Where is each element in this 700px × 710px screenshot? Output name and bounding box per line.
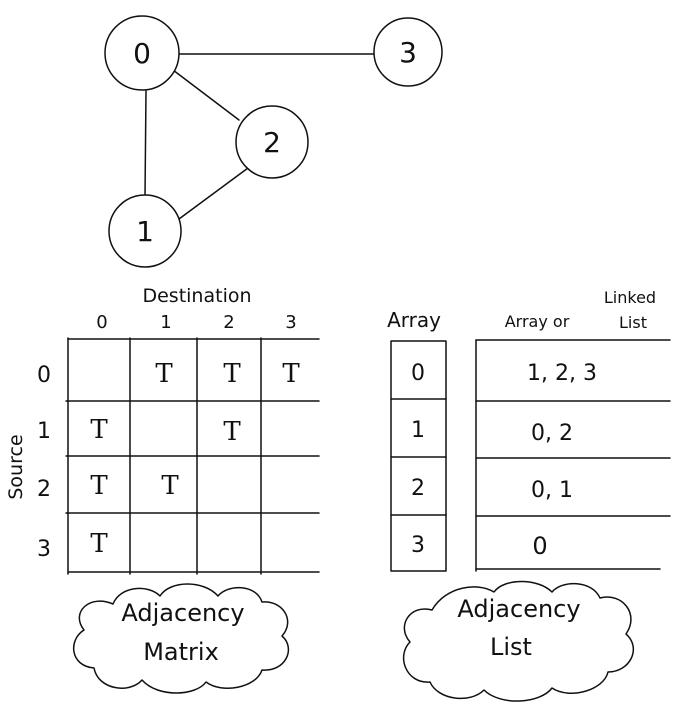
edge-1-2 xyxy=(178,167,249,220)
matrix-cell: T xyxy=(155,359,173,389)
graph: 0 3 2 1 xyxy=(104,15,443,268)
list-caption-cloud: Adjacency List xyxy=(402,580,635,702)
matrix-cell: T xyxy=(223,359,241,389)
matrix-caption-cloud: Adjacency Matrix xyxy=(72,583,290,694)
list-caption-line1: Adjacency xyxy=(457,595,580,623)
graph-node-3: 3 xyxy=(373,17,443,87)
matrix-row-header: 0 xyxy=(37,363,51,388)
adjacency-list: Array Array or Linked List 0 1 2 3 1, 2,… xyxy=(387,288,671,702)
list-caption-line2: List xyxy=(490,633,532,661)
destination-label: Destination xyxy=(142,285,251,307)
graph-node-0: 0 xyxy=(104,15,180,91)
entry-cell: 1, 2, 3 xyxy=(527,361,597,386)
matrix-col-header: 1 xyxy=(160,312,171,333)
matrix-col-header: 0 xyxy=(96,312,107,333)
matrix-caption-line1: Adjacency xyxy=(121,599,244,627)
index-cell: 2 xyxy=(411,476,425,501)
adjacency-matrix: Destination Source 0 1 2 3 0 1 2 3 T T T… xyxy=(5,285,320,694)
entry-cell: 0 xyxy=(532,532,547,560)
matrix-cell: T xyxy=(161,471,179,501)
graph-node-label: 1 xyxy=(136,215,154,248)
linked-label: Linked xyxy=(604,288,656,307)
matrix-row-header: 2 xyxy=(37,477,51,502)
graph-node-1: 1 xyxy=(108,194,182,268)
graph-node-label: 2 xyxy=(263,126,281,159)
array-label: Array xyxy=(387,308,441,332)
matrix-col-header: 3 xyxy=(285,312,296,333)
matrix-cell: T xyxy=(90,471,108,501)
graph-node-label: 0 xyxy=(133,37,151,70)
graph-node-2: 2 xyxy=(235,105,309,179)
entry-cell: 0, 1 xyxy=(531,478,573,503)
matrix-cell: T xyxy=(90,415,108,445)
source-label: Source xyxy=(5,434,27,499)
graph-node-label: 3 xyxy=(399,36,417,69)
edge-0-2 xyxy=(172,69,240,121)
matrix-row-header: 1 xyxy=(37,419,51,444)
index-cell: 3 xyxy=(411,533,425,558)
entries-list: 1, 2, 3 0, 2 0, 1 0 xyxy=(475,339,671,572)
list-label: List xyxy=(619,313,647,332)
matrix-caption-line2: Matrix xyxy=(143,638,219,666)
matrix-col-header: 2 xyxy=(223,312,234,333)
matrix-cell: T xyxy=(90,529,108,559)
array-or-label: Array or xyxy=(505,312,570,331)
entry-cell: 0, 2 xyxy=(531,421,573,446)
index-cell: 1 xyxy=(411,418,425,443)
edge-0-1 xyxy=(144,90,147,198)
index-array: 0 1 2 3 xyxy=(390,340,447,572)
index-cell: 0 xyxy=(411,361,425,386)
matrix-row-header: 3 xyxy=(37,537,51,562)
matrix-cell: T xyxy=(223,417,241,447)
matrix-cell: T xyxy=(282,359,300,389)
